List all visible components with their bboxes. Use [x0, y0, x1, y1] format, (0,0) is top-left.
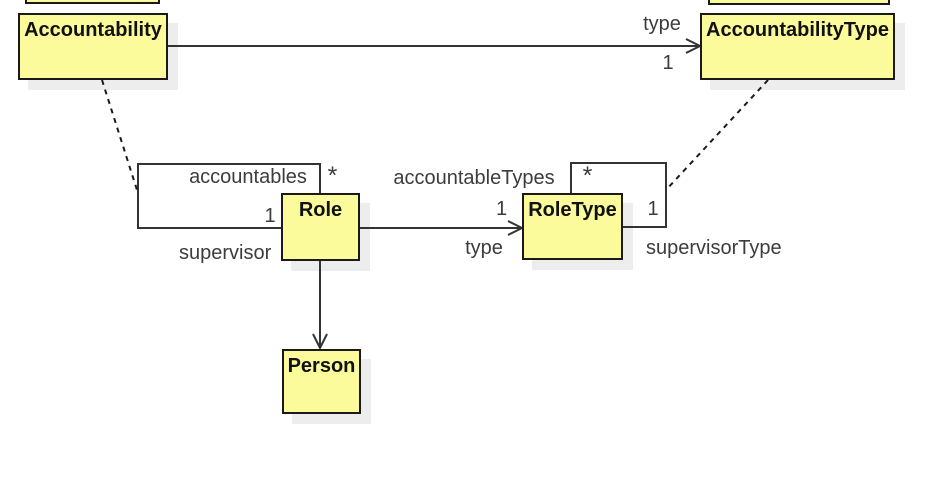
class-box-roletype: RoleType: [522, 193, 623, 260]
edge-label-accountabletypes: accountableTypes: [393, 167, 555, 189]
class-name-accountabilitytype: AccountabilityType: [706, 19, 889, 41]
cropped-box-top-left: [25, 0, 160, 4]
class-box-role: Role: [281, 193, 360, 261]
class-box-accountabilitytype: AccountabilityType: [700, 13, 895, 80]
edge-label-role-loop-many: *: [327, 162, 338, 190]
edge-label-accountability-type-multiplicity: 1: [662, 52, 674, 74]
edge-label-accountability-type-name: type: [643, 13, 681, 35]
edge-label-supervisortype: supervisorType: [646, 237, 782, 259]
edge-role-self-loop: [137, 163, 321, 229]
class-name-person: Person: [287, 355, 356, 377]
class-box-accountability: Accountability: [18, 13, 168, 80]
class-name-accountability: Accountability: [24, 19, 162, 41]
edge-label-role-roletype-multiplicity: 1: [495, 198, 508, 220]
edge-dashed-accountabilitytype-to-roletype-loop: [665, 79, 769, 191]
class-name-role: Role: [298, 199, 343, 221]
class-box-person: Person: [282, 349, 361, 414]
edge-label-role-roletype-name: type: [465, 237, 503, 259]
cropped-box-top-right: [708, 0, 890, 5]
edge-label-accountables: accountables: [189, 166, 307, 188]
class-name-roletype: RoleType: [528, 199, 617, 221]
edge-label-roletype-loop-one: 1: [647, 198, 659, 220]
edge-label-role-loop-one: 1: [264, 205, 276, 227]
arrowhead-to-person: [312, 333, 328, 351]
edge-roletype-self-loop: [570, 162, 667, 228]
edge-label-supervisor: supervisor: [179, 242, 272, 264]
edge-label-roletype-loop-many: *: [582, 162, 593, 190]
edge-dashed-accountability-to-role-loop: [101, 79, 138, 191]
